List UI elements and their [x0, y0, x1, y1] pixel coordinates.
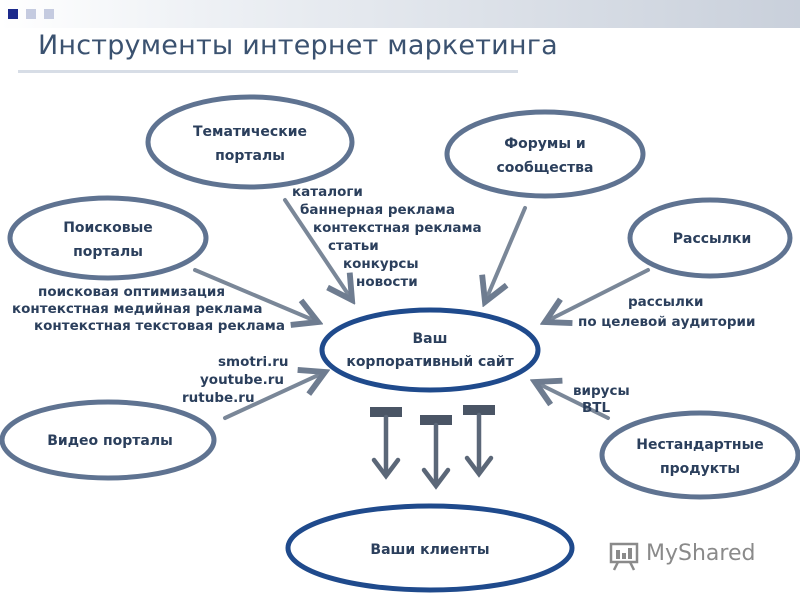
label-search-3: контекстная текстовая реклама — [34, 318, 285, 334]
top-gradient-bar — [0, 0, 800, 34]
label-search-1: поисковая оптимизация — [38, 284, 225, 300]
node-thematic-ellipse — [145, 94, 355, 190]
label-video-3: rutube.ru — [182, 390, 255, 406]
square-icon — [26, 9, 36, 19]
node-center-line1: Ваш — [413, 331, 448, 347]
square-icon — [44, 9, 54, 19]
label-thematic-4: статьи — [328, 238, 379, 254]
node-clients-line1: Ваши клиенты — [370, 542, 489, 558]
arrow-thematic — [283, 198, 352, 300]
arrow-video — [223, 372, 325, 420]
label-nonstandard-1: вирусы — [573, 383, 630, 399]
label-mailing-1: рассылки — [628, 294, 704, 310]
node-clients-ellipse — [285, 503, 575, 593]
watermark: MyShared — [608, 538, 768, 572]
arrow-search — [193, 268, 318, 322]
node-forums-line2: сообщества — [496, 160, 593, 176]
node-nonstandard-ellipse — [599, 410, 800, 500]
arrow-forums — [485, 206, 527, 302]
node-center-line2: корпоративный сайт — [346, 354, 514, 370]
node-video-ellipse — [0, 399, 217, 481]
label-search-2: контекстная медийная реклама — [12, 301, 262, 317]
node-mailing-ellipse — [627, 197, 793, 279]
label-video-1: smotri.ru — [218, 354, 289, 370]
node-thematic-line2: порталы — [215, 148, 285, 164]
node-mailing-line1: Рассылки — [673, 231, 752, 247]
node-thematic-line1: Тематические — [193, 124, 307, 140]
node-nonstandard-line2: продукты — [660, 461, 740, 477]
page-title: Инструменты интернет маркетинга — [38, 30, 558, 61]
label-thematic-5: конкурсы — [343, 256, 419, 272]
arrow-down-2 — [420, 415, 452, 490]
node-video-line1: Видео порталы — [47, 433, 173, 449]
square-icon — [8, 9, 18, 19]
arrow-mailing — [545, 268, 650, 322]
presentation-board-icon — [609, 542, 639, 571]
label-thematic-1: каталоги — [292, 184, 363, 200]
node-search-line2: порталы — [73, 244, 143, 260]
label-thematic-6: новости — [356, 274, 418, 290]
node-forums-ellipse — [444, 109, 646, 199]
label-mailing-2: по целевой аудитории — [578, 314, 755, 330]
label-thematic-3: контекстная реклама — [313, 220, 482, 236]
arrow-down-3 — [463, 405, 495, 478]
arrow-down-1 — [370, 407, 402, 480]
title-underline — [18, 70, 518, 73]
label-video-2: youtube.ru — [200, 372, 284, 388]
node-center-ellipse — [319, 307, 541, 393]
node-nonstandard-line1: Нестандартные — [636, 437, 763, 453]
top-bar-graphic — [0, 0, 800, 28]
arrow-nonstandard — [535, 382, 610, 420]
node-search-line1: Поисковые — [63, 220, 153, 236]
label-nonstandard-2: BTL — [582, 400, 610, 416]
watermark-text: MyShared — [646, 541, 756, 566]
node-forums-line1: Форумы и — [504, 136, 585, 152]
node-search-ellipse — [7, 195, 209, 281]
label-thematic-2: баннерная реклама — [300, 202, 455, 218]
